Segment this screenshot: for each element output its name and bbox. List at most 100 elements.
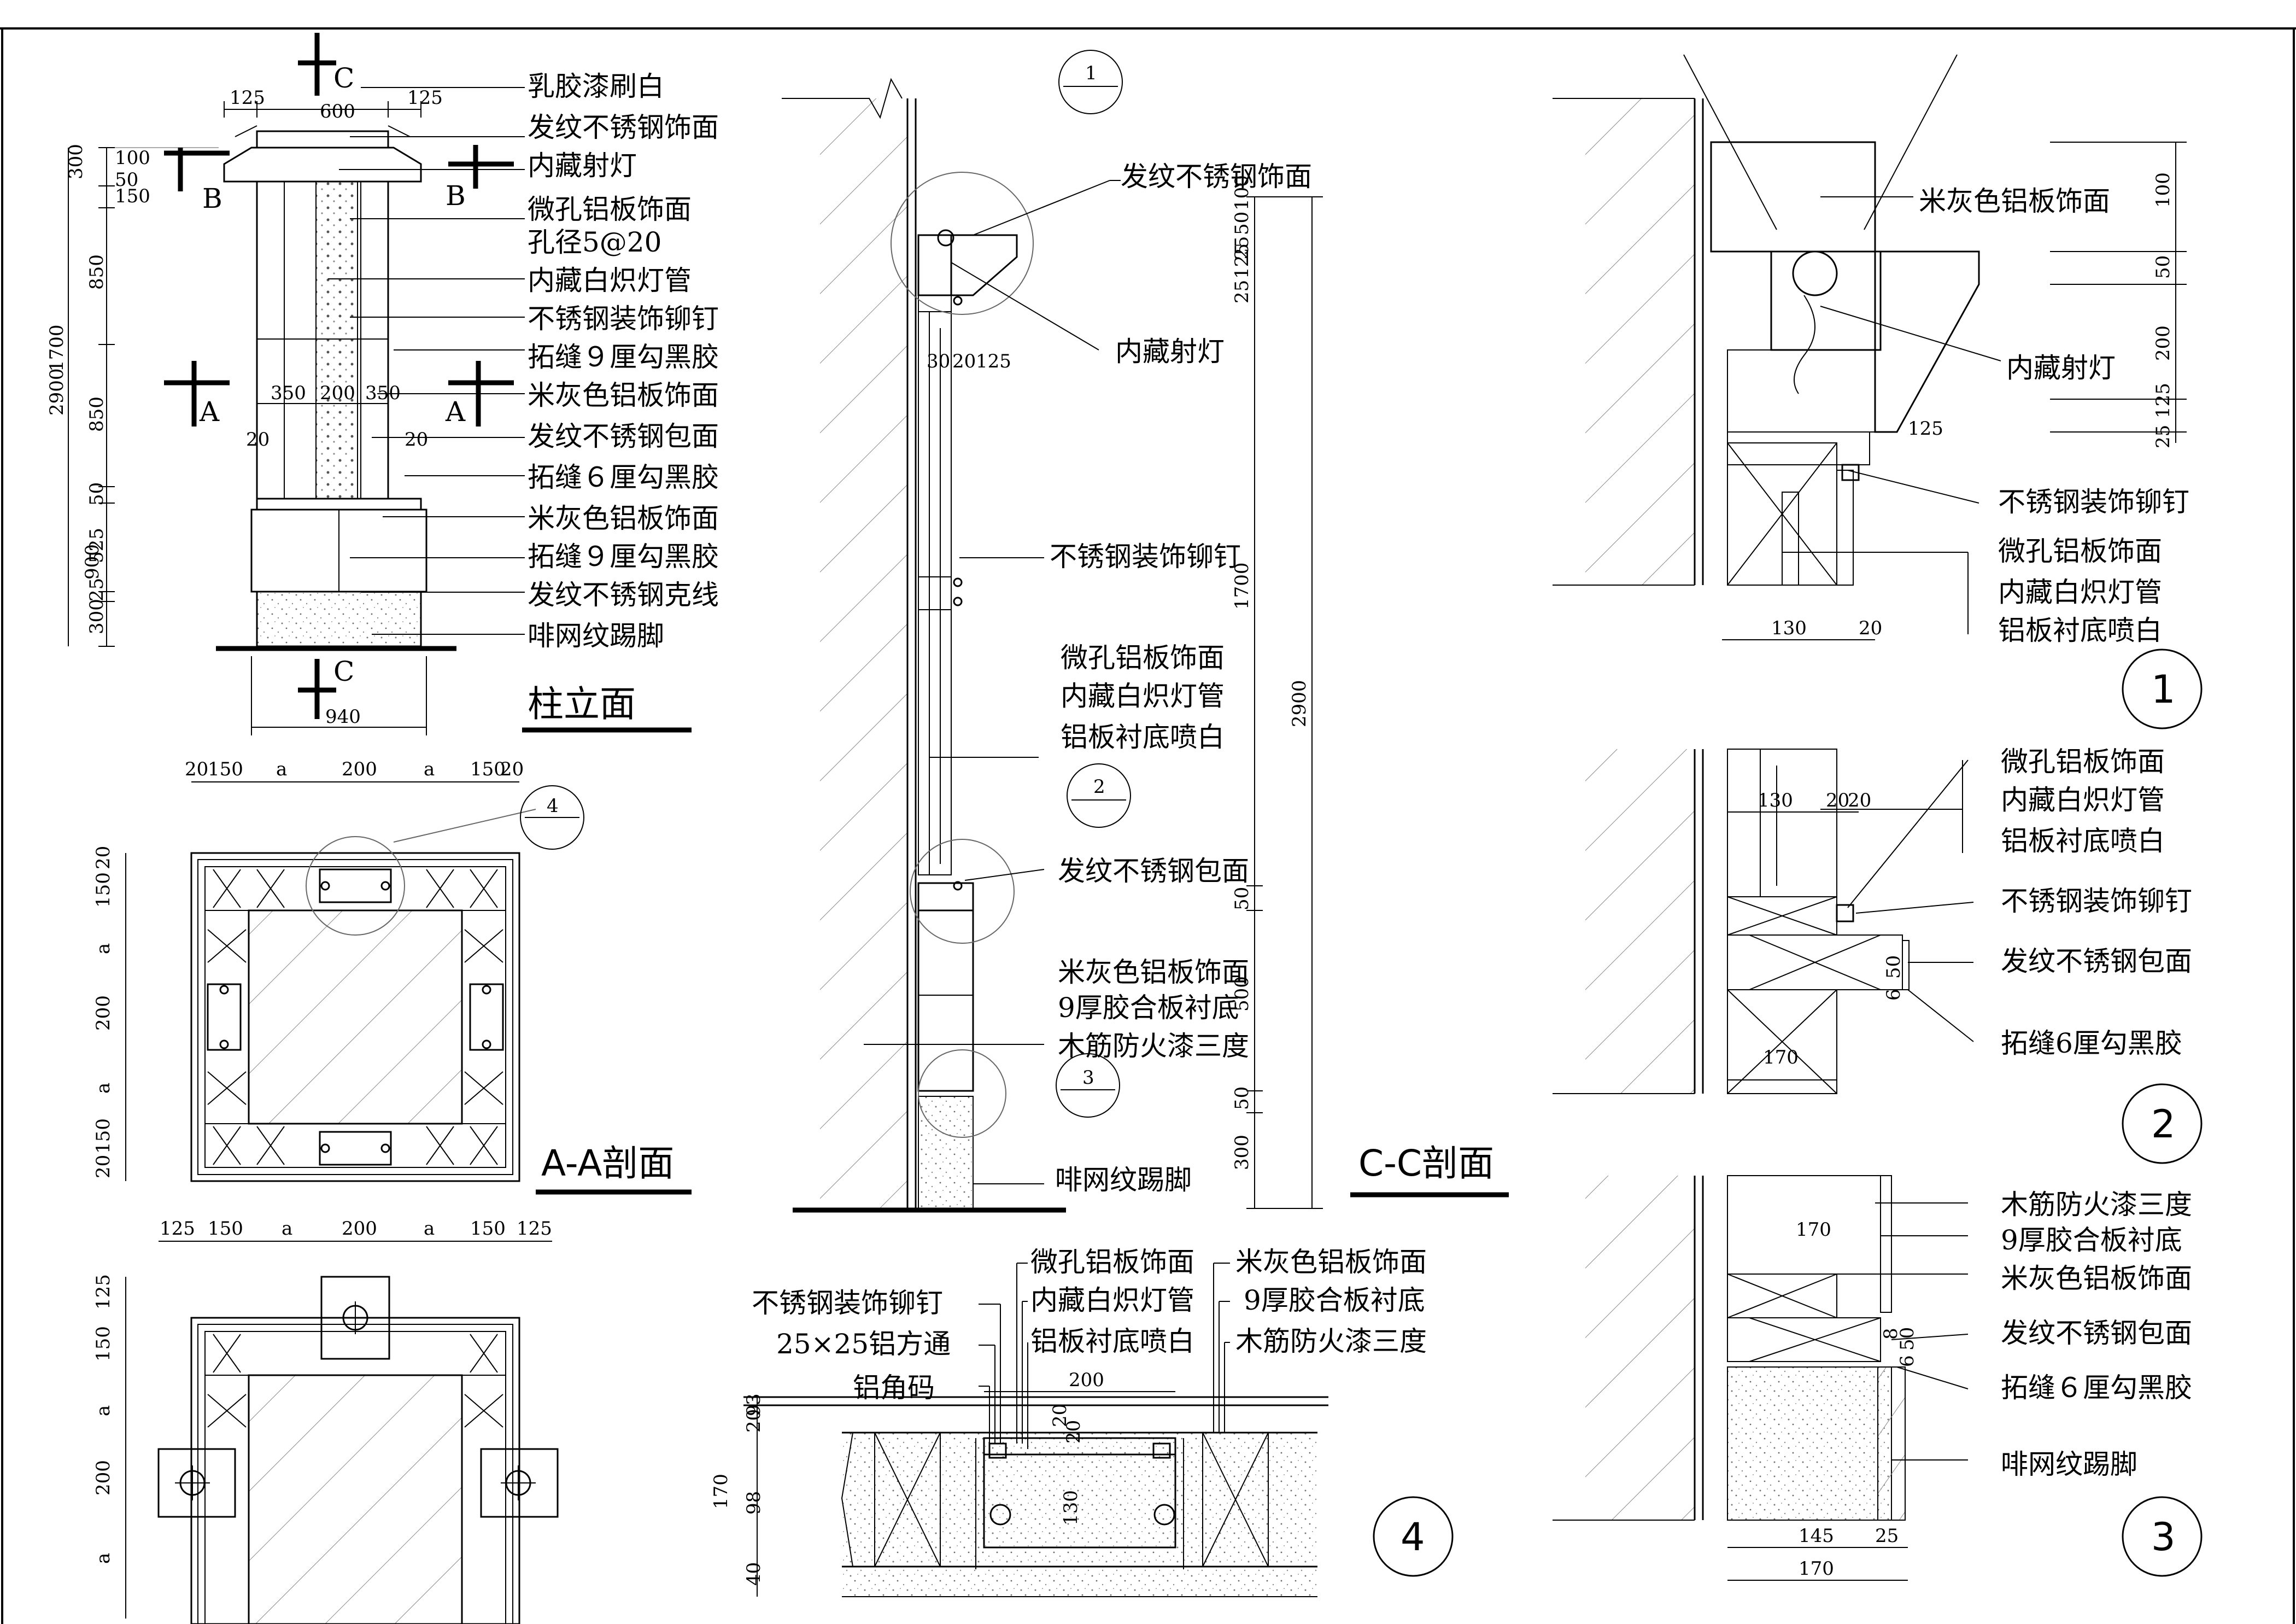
- elev-dim-total: 2900: [46, 368, 68, 416]
- cc-callout-1: 1: [1085, 62, 1097, 84]
- d3-label-4: 拓缝６厘勾黑胶: [2001, 1372, 2192, 1404]
- d3-label-2: 米灰色铝板饰面: [2001, 1263, 2192, 1294]
- cc-label-top-1: 内藏射灯: [1115, 336, 1225, 367]
- elev-label-2: 内藏射灯: [528, 150, 637, 182]
- d1-dim-other-2: 20: [1859, 617, 1882, 639]
- d2-dim-5: 170: [1763, 1047, 1799, 1068]
- d3-label-3: 发纹不锈钢包面: [2001, 1317, 2192, 1349]
- cc-dim-right-4: 25: [1231, 280, 1253, 303]
- d3-dim-1: 8: [1880, 1328, 1902, 1340]
- d1-label-5: 铝板衬底喷白: [1998, 615, 2162, 646]
- cc-dim-total: 2900: [1288, 680, 1310, 727]
- d4-label-mid-2: 铝板衬底喷白: [1030, 1325, 1194, 1357]
- d4-dim-left-0: 9: [743, 1404, 765, 1416]
- d1-label-1: 内藏射灯: [2006, 352, 2116, 384]
- d1-dim-right-3: 125: [2152, 383, 2174, 418]
- elev-label-8: 米灰色铝板饰面: [528, 379, 719, 411]
- plan-dim-left-1: 150: [92, 1326, 114, 1362]
- aa-dim-left-0: 20: [92, 846, 114, 869]
- d1-label-4: 内藏白炽灯管: [1998, 576, 2162, 608]
- cc-dim-right-5: 1700: [1231, 562, 1253, 610]
- d4-dim-2: 20: [1063, 1420, 1085, 1444]
- d2-label-0: 微孔铝板饰面: [2001, 746, 2165, 778]
- section-mark-b-right: B: [446, 180, 466, 212]
- cc-label-low-1: 9厚胶合板衬底: [1058, 992, 1239, 1024]
- aa-callout-4: 4: [547, 795, 559, 817]
- detail-1: 米灰色铝板饰面 内藏射灯 不锈钢装饰铆钉 微孔铝板饰面 内藏白炽灯管 铝板衬底喷…: [1553, 54, 2203, 729]
- elev-dim-top-1: 600: [320, 101, 355, 122]
- detail-2: 微孔铝板饰面 内藏白炽灯管 铝板衬底喷白 不锈钢装饰铆钉 发纹不锈钢包面 拓缝6…: [1553, 746, 2203, 1164]
- aa-dim-left-3: 200: [92, 995, 114, 1031]
- d4-dim-total: 170: [710, 1474, 732, 1509]
- plan-dim-top-1: 150: [208, 1218, 243, 1240]
- aa-dim-top-1: 150: [208, 758, 243, 780]
- cc-dim-small-2: 125: [976, 350, 1011, 372]
- cc-label-rivet: 不锈钢装饰铆钉: [1050, 541, 1241, 573]
- d4-label-left-2: 铝角码: [853, 1372, 935, 1404]
- elev-dim-left-3: 150: [115, 185, 150, 207]
- section-mark-c-bottom: C: [333, 656, 354, 687]
- detail-number-1: 1: [2151, 667, 2176, 712]
- elev-dim-left-7: 525: [86, 528, 108, 563]
- cc-label-low-0: 米灰色铝板饰面: [1058, 956, 1249, 988]
- d1-dim-right-2: 200: [2152, 325, 2174, 361]
- plan-dim-top-6: 125: [517, 1218, 552, 1240]
- d2-dim-2: 20: [1848, 790, 1871, 811]
- plan-dim-left-2: a: [92, 1405, 114, 1416]
- elev-dim-left-2: 50: [115, 169, 138, 191]
- elev-label-0: 乳胶漆刷白: [528, 71, 664, 102]
- d1-dim-right-0: 100: [2152, 172, 2174, 208]
- elev-dim-left-5: 850: [86, 396, 108, 432]
- elev-label-14: 啡网纹踢脚: [528, 620, 664, 652]
- d4-label-right-2: 木筋防火漆三度: [1235, 1325, 1427, 1357]
- d4-dim-left-1: 3: [743, 1393, 765, 1405]
- d2-label-3: 不锈钢装饰铆钉: [2001, 885, 2192, 917]
- elev-label-9: 发纹不锈钢包面: [528, 420, 719, 452]
- d4-label-right-0: 米灰色铝板饰面: [1235, 1246, 1427, 1278]
- d3-dim-5: 25: [1875, 1525, 1899, 1547]
- d1-label-0: 米灰色铝板饰面: [1919, 185, 2110, 217]
- plan-dim-top-0: 125: [160, 1218, 195, 1240]
- cc-callout-2: 2: [1093, 776, 1105, 798]
- cc-callout-3: 3: [1082, 1067, 1094, 1089]
- aa-dim-top-5: 150: [470, 758, 506, 780]
- d3-label-1: 9厚胶合板衬底: [2001, 1224, 2182, 1256]
- aa-dim-top-2: a: [276, 758, 287, 780]
- d2-dim-0: 130: [1758, 790, 1793, 811]
- aa-dim-left-6: 20: [92, 1155, 114, 1178]
- elev-dim-left-8: 25: [86, 578, 108, 601]
- cc-label-mid-1: 内藏白炽灯管: [1061, 680, 1225, 712]
- plan-dim-left-0: 125: [92, 1274, 114, 1310]
- d1-dim-other-0: 125: [1908, 418, 1943, 440]
- d4-dim-3: 130: [1060, 1490, 1082, 1526]
- detail-number-3: 3: [2151, 1515, 2176, 1559]
- plan-dim-top-2: a: [282, 1218, 292, 1240]
- d4-label-mid-1: 内藏白炽灯管: [1030, 1284, 1194, 1316]
- d3-label-5: 啡网纹踢脚: [2001, 1448, 2137, 1480]
- elev-dim-outer-1: 900: [81, 544, 103, 580]
- title-column-elevation: 柱立面: [528, 683, 636, 725]
- section-mark-c-top: C: [333, 62, 354, 94]
- cc-dim-right-0: 100: [1231, 175, 1253, 211]
- elev-dim-left-1: 100: [115, 147, 150, 169]
- d3-dim-6: 170: [1799, 1558, 1834, 1580]
- detail-3: 木筋防火漆三度 9厚胶合板衬底 米灰色铝板饰面 发纹不锈钢包面 拓缝６厘勾黑胶 …: [1553, 1175, 2203, 1581]
- elev-dim-left-4: 850: [86, 254, 108, 290]
- d4-dim-left-2: 20: [743, 1409, 765, 1433]
- cc-label-low-2: 木筋防火漆三度: [1058, 1030, 1249, 1062]
- d4-label-mid-0: 微孔铝板饰面: [1030, 1246, 1194, 1278]
- plan-dim-top-3: 200: [342, 1218, 377, 1240]
- plan-dim-left-3: 200: [92, 1460, 114, 1496]
- d1-label-2: 不锈钢装饰铆钉: [1998, 486, 2189, 518]
- sheet-border: [0, 27, 2296, 1624]
- detail-number-2: 2: [2151, 1102, 2176, 1147]
- section-mark-a-right: A: [445, 396, 466, 428]
- plan-dim-left-4: a: [92, 1553, 114, 1564]
- cc-dim-small-0: 30: [927, 350, 950, 372]
- d4-label-left-1: 25×25铝方通: [776, 1328, 951, 1360]
- aa-dim-left-5: 150: [92, 1118, 114, 1154]
- d4-dim-left-4: 40: [743, 1562, 765, 1586]
- section-cc: 1 2 3 发纹不锈钢饰面 内藏射灯 不锈钢装饰铆钉 微孔铝板饰面 内藏白炽灯管…: [782, 50, 1509, 1213]
- d3-dim-4: 145: [1799, 1525, 1834, 1547]
